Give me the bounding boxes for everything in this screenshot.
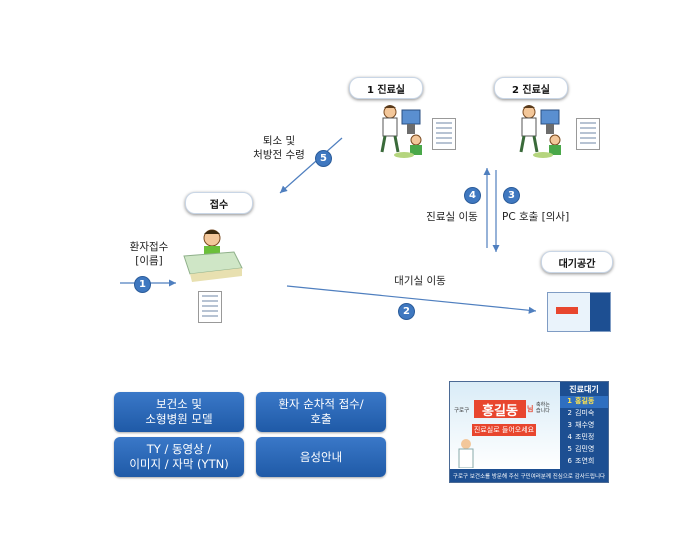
media-button[interactable]: TY / 동영상 /이미지 / 자막 (YTN) xyxy=(114,437,244,477)
waiting-screen-thumbnail xyxy=(547,292,611,332)
model-button-line1: 보건소 및 xyxy=(156,397,202,411)
move-room-label: 진료실 이동 xyxy=(426,211,478,223)
board-name-suffix: 님 xyxy=(527,405,534,413)
step-badge-4: 4 xyxy=(464,187,481,204)
board-main-panel: 구로구 홍길동 님 축하는 습니다 진료실로 들어오세요 xyxy=(450,382,560,469)
media-button-line1: TY / 동영상 / xyxy=(146,442,212,456)
room1-label: 1 진료실 xyxy=(349,77,423,99)
step-badge-3: 3 xyxy=(503,187,520,204)
enter-room-message: 진료실로 들어오세요 xyxy=(472,424,536,436)
board-prefix: 구로구 xyxy=(454,408,470,414)
media-button-line2: 이미지 / 자막 (YTN) xyxy=(129,457,229,471)
chart-document-icon xyxy=(432,118,456,150)
queue-title: 진료대기 xyxy=(569,385,599,394)
arrow-to-waiting xyxy=(286,285,537,314)
chart-document-icon xyxy=(576,118,600,150)
board-footer-ticker: 구로구 보건소를 방문해 주신 구민여러분께 진심으로 감사드립니다 xyxy=(450,469,608,482)
step-badge-1: 1 xyxy=(134,276,151,293)
voice-guide-button[interactable]: 음성안내 xyxy=(256,437,386,477)
sequential-call-button[interactable]: 환자 순차적 접수/호출 xyxy=(256,392,386,432)
room2-label: 2 진료실 xyxy=(494,77,568,99)
waiting-area-label: 대기공간 xyxy=(541,251,613,273)
receptionist-icon xyxy=(183,229,243,282)
checkout-label-line2: 처방전 수령 xyxy=(253,149,305,161)
doctor-figure-icon xyxy=(458,439,474,468)
board-greeting-line2: 습니다 xyxy=(536,408,550,414)
registration-label-line2: [이름] xyxy=(135,255,163,267)
pc-call-label: PC 호출 [의사] xyxy=(502,211,570,223)
registration-label-line1: 환자접수 xyxy=(129,241,169,253)
sequential-button-line1: 환자 순차적 접수/ xyxy=(278,397,364,411)
board-greeting: 축하는 습니다 xyxy=(536,402,550,414)
doctor-patient-icon xyxy=(519,105,561,158)
step-badge-5: 5 xyxy=(315,150,332,167)
doctor-patient-icon xyxy=(380,105,422,158)
sequential-button-line2: 호출 xyxy=(310,412,332,426)
called-patient-name: 홍길동 xyxy=(474,400,526,419)
arrow-checkout xyxy=(279,137,343,194)
board-greeting-line1: 축하는 xyxy=(536,402,550,408)
move-waiting-label: 대기실 이동 xyxy=(394,275,446,287)
reception-label: 접수 xyxy=(185,192,253,214)
receipt-document-icon xyxy=(198,291,222,323)
checkout-label-line1: 퇴소 및 xyxy=(262,135,296,147)
model-button-line2: 소형병원 모델 xyxy=(145,412,213,426)
step-badge-2: 2 xyxy=(398,303,415,320)
